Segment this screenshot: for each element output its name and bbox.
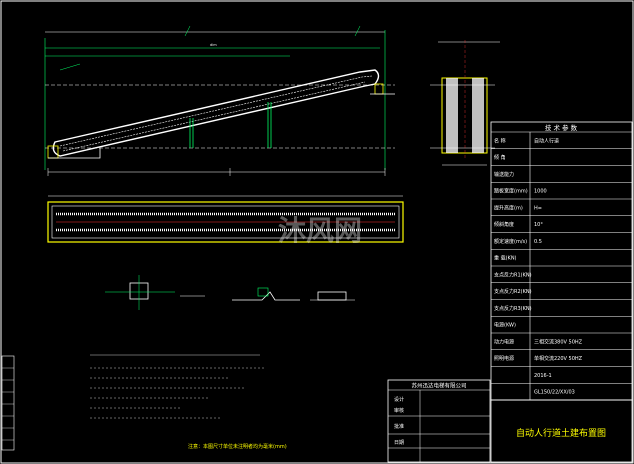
revision-strip <box>1 355 15 451</box>
spec-row-label: 输送能力 <box>494 171 514 178</box>
svg-text:dim: dim <box>210 43 217 47</box>
spec-row-value: 0.5 <box>534 239 542 245</box>
company-name: 苏州迅达电梯有限公司 <box>411 382 466 390</box>
title-block: 苏州迅达电梯有限公司 设计 审核 批准 日期 自动人行道土建布置图 <box>387 379 633 463</box>
spec-row-label: 电源(KW) <box>494 322 516 329</box>
spec-row-value: GL150/22/XX/03 <box>534 390 575 396</box>
title-cell-check: 审核 <box>394 407 404 414</box>
notes-caption: 注意：本图尺寸单位未注明者均为毫米(mm) <box>188 443 287 450</box>
spec-row-value: 自动人行道 <box>534 137 559 144</box>
watermark: 沐风网 <box>278 214 362 247</box>
side-section-view <box>430 40 500 166</box>
spec-row-label: 支点反力R2(KN) <box>494 288 532 295</box>
title-cell-approve: 批准 <box>394 423 404 430</box>
spec-row-value: 三相交流380V 50HZ <box>534 338 583 345</box>
spec-row-label: 名 称 <box>494 137 506 144</box>
plan-view <box>47 195 404 243</box>
spec-row-value: H= <box>534 205 542 211</box>
spec-row-label: 踏板宽度(mm) <box>494 188 528 195</box>
spec-row-label: 支点反力R3(KN) <box>494 305 532 312</box>
drawing-title: 自动人行道土建布置图 <box>516 427 606 439</box>
spec-row-label: 额定速度(m/s) <box>494 238 527 245</box>
title-cell-date: 日期 <box>394 440 404 446</box>
spec-row-value: 1000 <box>534 189 547 195</box>
elevation-view: dim <box>44 25 395 176</box>
spec-row-label: 倾斜角度 <box>494 221 514 228</box>
spec-row-label: 重 载(KN) <box>494 255 517 262</box>
specs-table-title: 技 术 参 数 <box>545 123 578 132</box>
spec-row-value: 单相交流220V 50HZ <box>534 355 583 362</box>
detail-views <box>105 275 355 310</box>
notes-block: 注意：本图尺寸单位未注明者均为毫米(mm) <box>90 354 287 450</box>
spec-row-label: 动力电源 <box>494 338 514 345</box>
title-cell-design: 设计 <box>394 396 404 403</box>
spec-row-label: 支点反力R1(KN) <box>494 271 532 278</box>
spec-row-value: 10° <box>534 222 543 228</box>
spec-row-value: 2016-1 <box>534 373 552 379</box>
spec-row-label: 倾 角 <box>494 154 506 161</box>
spec-row-label: 照明电源 <box>494 355 514 362</box>
spec-row-label: 提升高度(m) <box>494 204 523 211</box>
